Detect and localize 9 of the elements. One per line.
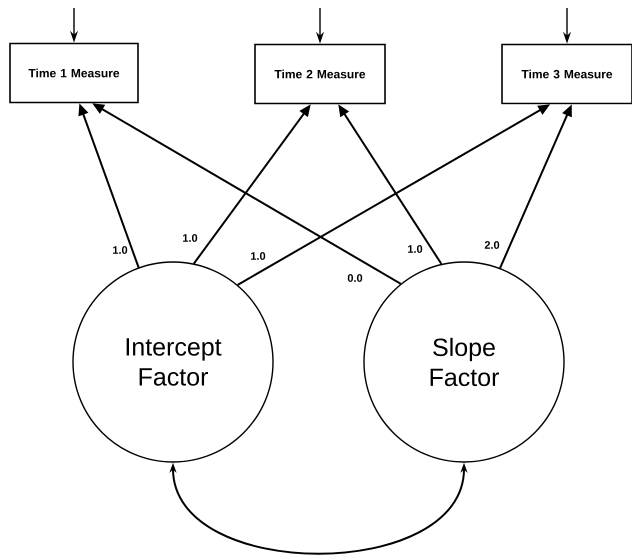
measure-box: Time 3 Measure (501, 44, 632, 104)
edge-label: 1.0 (249, 251, 267, 261)
edge-label: 1.0 (111, 245, 129, 255)
measure-box: Time 1 Measure (9, 42, 139, 104)
edge-label: 1.0 (406, 244, 424, 254)
edge-label: 1.0 (181, 233, 199, 243)
measure-box: Time 2 Measure (254, 44, 386, 104)
edge-label: 2.0 (483, 240, 501, 250)
edge-label: 0.0 (346, 273, 364, 283)
